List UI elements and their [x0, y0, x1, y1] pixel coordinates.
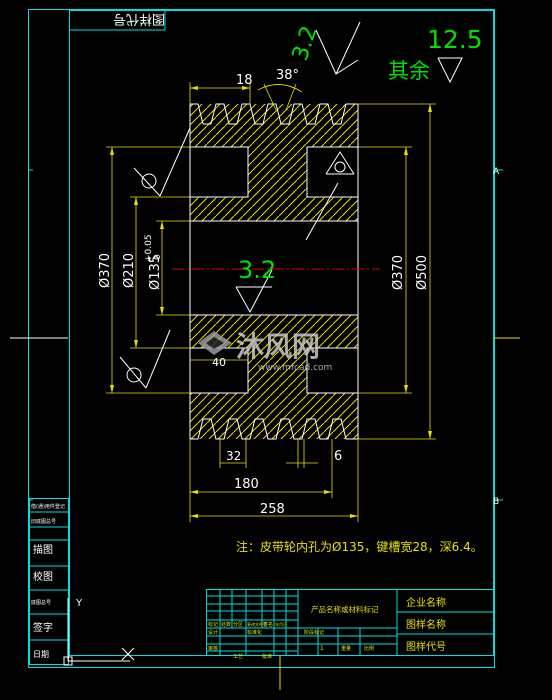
watermark: 沐风网 www.mfcad.com [198, 330, 332, 373]
title-col-label: 更改文件号 [247, 621, 267, 627]
inverted-code-text: 图样代号 [113, 11, 165, 26]
company-name: 企业名称 [406, 596, 446, 609]
title-row-label: 设计 [208, 629, 218, 636]
left-row-label: 描图 [33, 543, 53, 556]
title-col-label: 处数 [221, 621, 231, 628]
scale-label: 比例 [364, 645, 374, 652]
watermark-logo-icon [198, 331, 232, 355]
stage-value: 1 [320, 645, 324, 652]
dim-groove-angle: 38° [276, 68, 299, 83]
roughness-center: 3.2 [238, 256, 276, 284]
title-row-label: 标准化 [247, 629, 262, 636]
pulley-outline [189, 103, 359, 440]
roughness-symbols [119, 21, 463, 389]
rest-label: 其余 [388, 59, 430, 83]
dim-dia-370-left: Ø370 [98, 253, 113, 288]
dim-hub-40: 40 [212, 356, 226, 369]
dim-dia-500: Ø500 [415, 255, 430, 290]
section-hatch [190, 104, 358, 439]
left-record-table [29, 498, 69, 665]
dimension-arrows [110, 86, 432, 518]
left-row-label: 日期 [33, 650, 49, 659]
margin-letter-b: B [493, 497, 499, 507]
dim-180: 180 [234, 477, 259, 492]
title-col-label: 分区 [233, 621, 243, 628]
roughness-top: 3.2 [288, 23, 323, 64]
product-name-label: 产品名称或材料标记 [311, 604, 379, 614]
dim-dia-370-right: Ø370 [391, 255, 406, 290]
drawing-name: 图样名称 [406, 618, 446, 631]
dim-dia-135: Ø135 [148, 255, 163, 290]
dim-6: 6 [334, 449, 342, 464]
left-row-label: 借(通)用件登记 [31, 503, 65, 510]
dim-dia-210: Ø210 [122, 253, 137, 288]
watermark-url: www.mfcad.com [258, 363, 332, 373]
title-col-label: 年月日 [275, 621, 287, 627]
margin-letter-a: A [493, 167, 500, 177]
left-row-label: 校图 [33, 570, 53, 583]
ucs-y-label: Y [75, 598, 83, 609]
title-row-label: 审核 [208, 645, 218, 652]
watermark-brand: 沐风网 [236, 330, 320, 363]
drawing-code: 图样代号 [406, 640, 446, 653]
left-row-label: 签字 [33, 621, 53, 634]
inverted-code-stamp: 图样代号 [113, 11, 165, 26]
left-row-label: 旧底图总号 [31, 518, 56, 525]
ucs-axis-icon [63, 598, 135, 666]
title-row-label: 批准 [262, 653, 272, 660]
title-row-label: 工艺 [233, 654, 243, 660]
dim-pitch-32: 32 [226, 449, 241, 463]
dim-258: 258 [260, 502, 285, 517]
weight-label: 重量 [341, 645, 351, 652]
roughness-rest: 12.5 [427, 25, 483, 54]
stage-label: 阶段标记 [304, 629, 324, 636]
dimension-lines [106, 82, 436, 522]
left-row-label: 底图总号 [31, 599, 51, 606]
dim-tooth-width: 18 [236, 73, 253, 88]
title-col-label: 签名 [263, 621, 273, 628]
title-block [206, 589, 494, 656]
drawing-note: 注：皮带轮内孔为Ø135，键槽宽28，深6.4。 [236, 539, 483, 554]
title-col-label: 标记 [208, 621, 218, 628]
dim-tol-lower: 0 [153, 254, 163, 260]
dim-tol-upper: +0.05 [144, 234, 154, 262]
